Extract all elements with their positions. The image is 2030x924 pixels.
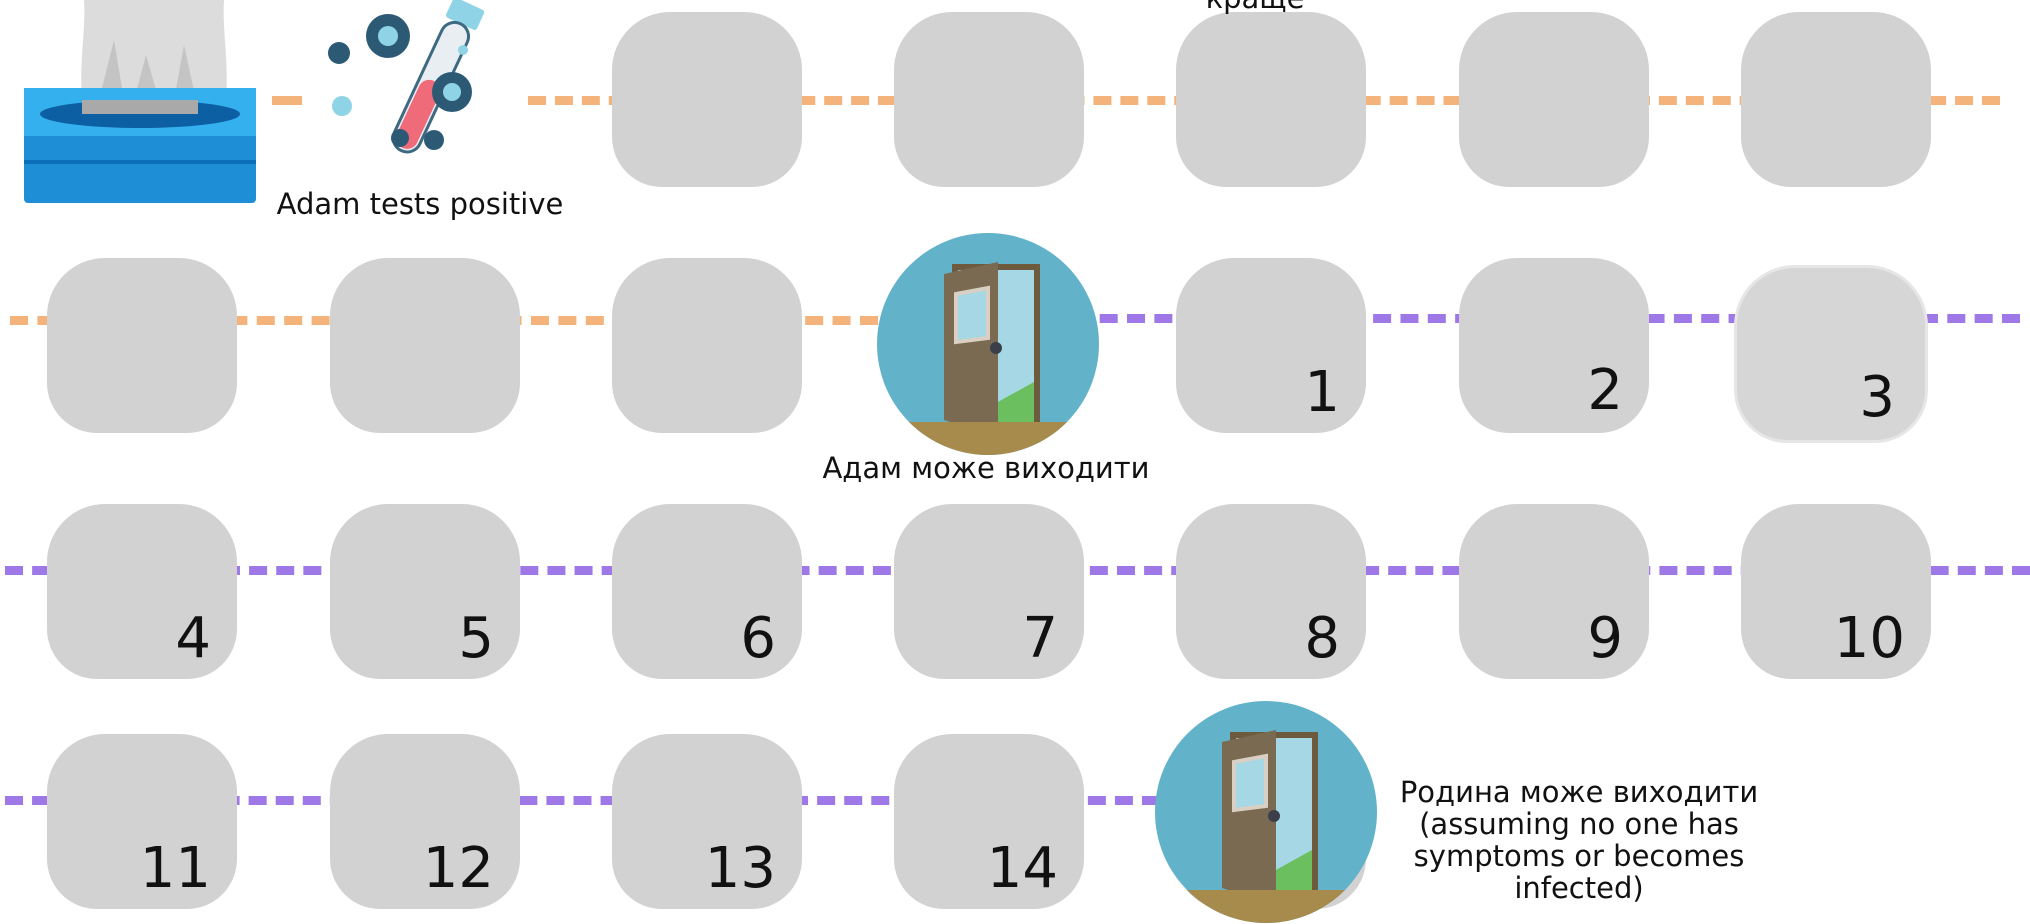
day-cell-10: 10 — [1741, 504, 1931, 679]
day-cell-12: 12 — [330, 734, 520, 909]
open-door-icon — [1155, 701, 1377, 923]
adam-out-caption: Адам може виходити — [822, 451, 1150, 485]
day-number: 7 — [1022, 606, 1058, 671]
day-cell-7: 7 — [894, 504, 1084, 679]
purple-line-row4 — [5, 796, 1160, 805]
day-cell-5: 5 — [330, 504, 520, 679]
day-cell — [47, 258, 237, 433]
day-cell-8: 8 — [1176, 504, 1366, 679]
family-out-caption: Родина може виходити (assuming no one ha… — [1399, 775, 1759, 905]
day-cell-9: 9 — [1459, 504, 1649, 679]
day-cell-11: 11 — [47, 734, 237, 909]
day-cell-6: 6 — [612, 504, 802, 679]
day-cell — [1176, 12, 1366, 187]
day-number: 9 — [1587, 606, 1623, 671]
day-number: 14 — [986, 836, 1058, 901]
day-number: 5 — [458, 606, 494, 671]
day-number: 8 — [1304, 606, 1340, 671]
day-cell — [330, 258, 520, 433]
day-cell — [612, 12, 802, 187]
day-number: 12 — [422, 836, 494, 901]
day-cell-2: 2 — [1459, 258, 1649, 433]
day-cell — [1741, 12, 1931, 187]
test-positive-caption: Adam tests positive — [276, 187, 564, 221]
day-number: 6 — [740, 606, 776, 671]
top-cut-caption: краще — [1160, 0, 1350, 14]
day-cell-13: 13 — [612, 734, 802, 909]
day-cell — [894, 12, 1084, 187]
day-cell — [1459, 12, 1649, 187]
orange-line-row1a — [272, 96, 302, 105]
day-cell-4: 4 — [47, 504, 237, 679]
day-number: 11 — [139, 836, 211, 901]
day-number: 3 — [1859, 365, 1895, 430]
day-number: 10 — [1833, 606, 1905, 671]
day-number: 13 — [704, 836, 776, 901]
day-cell — [612, 258, 802, 433]
open-door-icon — [877, 233, 1099, 455]
day-number: 1 — [1304, 360, 1340, 425]
virus-test-tube-icon — [328, 0, 485, 154]
day-cell-1: 1 — [1176, 258, 1366, 433]
day-cell-14: 14 — [894, 734, 1084, 909]
day-number: 4 — [175, 606, 211, 671]
day-number: 2 — [1587, 358, 1623, 423]
day-cell-3: 3 — [1737, 268, 1925, 440]
tissue-box-icon — [24, 0, 256, 203]
